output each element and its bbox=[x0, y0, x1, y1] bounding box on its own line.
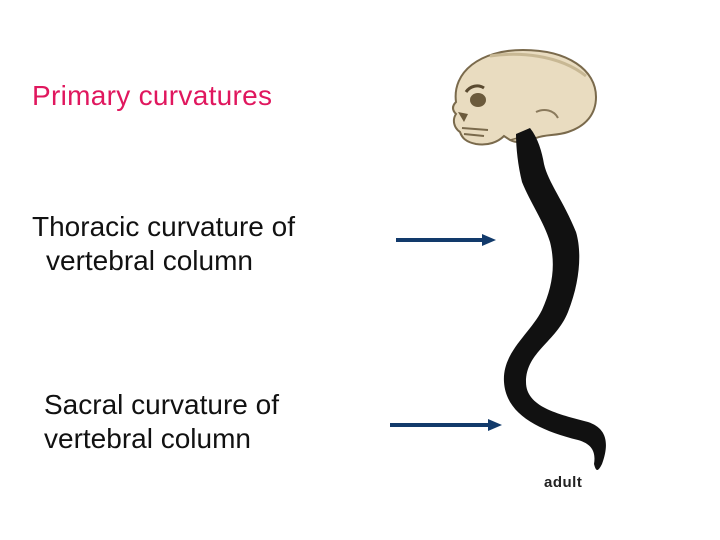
slide-title: Primary curvatures bbox=[32, 80, 273, 111]
sacral-label-line2: vertebral column bbox=[44, 423, 251, 454]
thoracic-label-line1: Thoracic curvature of bbox=[32, 211, 295, 242]
thoracic-label-line2: vertebral column bbox=[46, 245, 253, 276]
figure-caption: adult bbox=[544, 474, 583, 491]
sacral-arrow-right-icon bbox=[390, 419, 502, 431]
spine-icon bbox=[503, 128, 606, 470]
sacral-label-line1: Sacral curvature of bbox=[44, 389, 279, 420]
skull-icon bbox=[452, 48, 598, 146]
thoracic-curvature-label: Thoracic curvature of vertebral column bbox=[32, 210, 295, 278]
adult-spine-figure bbox=[452, 48, 606, 470]
thoracic-arrow-right-icon bbox=[396, 234, 496, 246]
sacral-curvature-label: Sacral curvature of vertebral column bbox=[44, 388, 279, 456]
